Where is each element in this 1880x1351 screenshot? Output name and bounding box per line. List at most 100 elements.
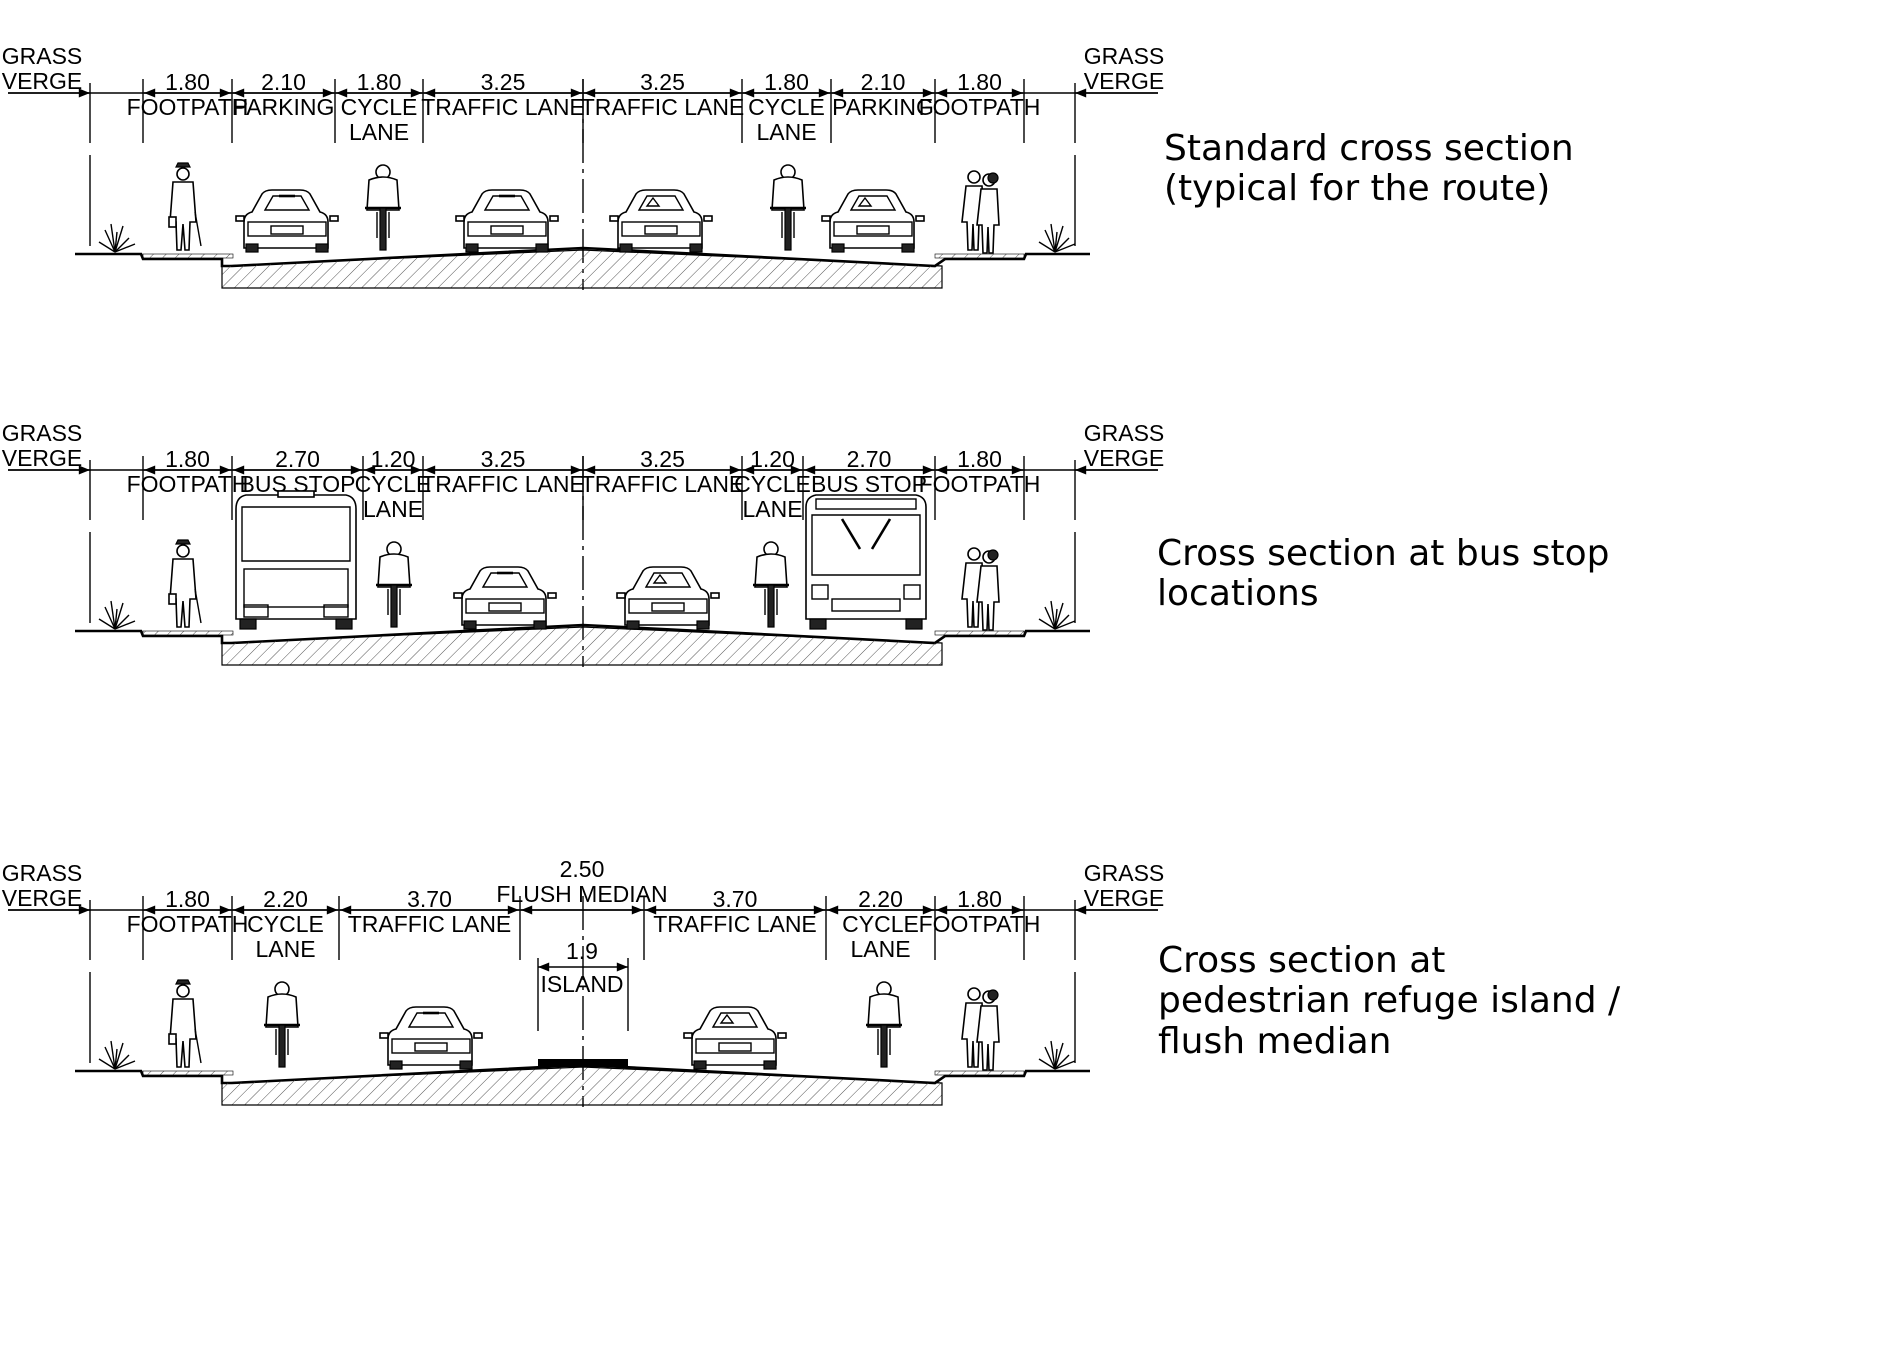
- lane-label: CYCLE: [247, 911, 324, 937]
- lane-label: TRAFFIC LANE: [581, 471, 745, 497]
- pedestrian-icon: [168, 162, 202, 251]
- cyclist-icon: [753, 541, 789, 628]
- lane-label: LANE: [756, 119, 816, 145]
- lane-width: 1.80: [357, 69, 402, 95]
- cyclist-icon: [376, 541, 412, 628]
- lane-label: LANE: [349, 119, 409, 145]
- lane-label: FOOTPATH: [919, 471, 1041, 497]
- pedestrian-icon: [168, 539, 202, 628]
- verge-left-label: VERGE: [2, 445, 83, 471]
- lane-width: 2.10: [861, 69, 906, 95]
- car-rear-icon: [235, 189, 339, 253]
- road-surface: [75, 1063, 1090, 1085]
- pavement-base: [221, 626, 943, 666]
- lane-label: CYCLE: [842, 911, 919, 937]
- lane-width: 3.25: [481, 446, 526, 472]
- car-front-icon: [683, 1006, 787, 1070]
- lane-label: FOOTPATH: [127, 94, 249, 120]
- verge-left-label: GRASS: [2, 420, 83, 446]
- grass-icon: [98, 223, 136, 253]
- lane-width: 2.20: [263, 886, 308, 912]
- island-label: ISLAND: [540, 971, 623, 997]
- lane-label: TRAFFIC LANE: [421, 471, 585, 497]
- section-bus-stop: GRASSVERGEGRASSVERGE1.80FOOTPATH2.70BUS …: [2, 420, 1609, 667]
- section-caption: Cross section at: [1158, 940, 1445, 981]
- lane-width: 1.80: [957, 446, 1002, 472]
- lane-label: TRAFFIC LANE: [581, 94, 745, 120]
- verge-left-label: VERGE: [2, 68, 83, 94]
- car-front-icon: [609, 189, 713, 253]
- section-caption: locations: [1157, 573, 1319, 614]
- lane-label: FLUSH MEDIAN: [496, 881, 667, 907]
- car-front-icon: [821, 189, 925, 253]
- lane-width: 1.80: [165, 69, 210, 95]
- verge-right-label: VERGE: [1084, 885, 1165, 911]
- cyclist-icon: [365, 164, 401, 251]
- lane-label: LANE: [363, 496, 423, 522]
- road-surface: [75, 246, 1090, 268]
- verge-left-label: VERGE: [2, 885, 83, 911]
- lane-label: LANE: [255, 936, 315, 962]
- section-caption: Cross section at bus stop: [1157, 533, 1609, 574]
- section-caption: flush median: [1158, 1021, 1391, 1062]
- section-caption: Standard cross section: [1164, 128, 1574, 169]
- couple-icon: [961, 987, 1000, 1071]
- lane-width: 1.20: [371, 446, 416, 472]
- verge-right-label: VERGE: [1084, 445, 1165, 471]
- lane-width: 1.80: [165, 886, 210, 912]
- lane-width: 2.20: [858, 886, 903, 912]
- lane-label: FOOTPATH: [127, 911, 249, 937]
- bus-front-icon: [805, 494, 927, 630]
- lane-label: PARKING: [832, 94, 934, 120]
- island-width: 1.9: [566, 938, 598, 964]
- lane-label: LANE: [742, 496, 802, 522]
- lane-label: CYCLE: [355, 471, 432, 497]
- section-caption: pedestrian refuge island /: [1158, 980, 1621, 1021]
- lane-width: 1.20: [750, 446, 795, 472]
- lane-label: FOOTPATH: [127, 471, 249, 497]
- lane-width: 3.25: [640, 446, 685, 472]
- lane-width: 3.25: [640, 69, 685, 95]
- cyclist-icon: [866, 981, 902, 1068]
- lane-label: LANE: [850, 936, 910, 962]
- cyclist-icon: [264, 981, 300, 1068]
- grass-icon: [98, 1040, 136, 1070]
- lane-label: FOOTPATH: [919, 94, 1041, 120]
- lane-label: TRAFFIC LANE: [653, 911, 817, 937]
- car-rear-icon: [455, 189, 559, 253]
- lane-width: 1.80: [957, 69, 1002, 95]
- lane-label: TRAFFIC LANE: [421, 94, 585, 120]
- pedestrian-icon: [168, 979, 202, 1068]
- verge-left-label: GRASS: [2, 860, 83, 886]
- lane-label: FOOTPATH: [919, 911, 1041, 937]
- bus-rear-icon: [235, 490, 357, 630]
- grass-icon: [1038, 1040, 1076, 1070]
- lane-label: CYCLE: [734, 471, 811, 497]
- lane-label: TRAFFIC LANE: [348, 911, 512, 937]
- section-standard: GRASSVERGEGRASSVERGE1.80FOOTPATH2.10PARK…: [2, 43, 1574, 290]
- car-rear-icon: [453, 566, 557, 630]
- grass-icon: [98, 600, 136, 630]
- lane-width: 3.25: [481, 69, 526, 95]
- verge-right-label: VERGE: [1084, 68, 1165, 94]
- verge-right-label: GRASS: [1084, 43, 1165, 69]
- section-refuge: GRASSVERGEGRASSVERGE1.80FOOTPATH2.20CYCL…: [2, 856, 1621, 1107]
- verge-right-label: GRASS: [1084, 420, 1165, 446]
- car-rear-icon: [379, 1006, 483, 1070]
- couple-icon: [961, 547, 1000, 631]
- lane-label: CYCLE: [341, 94, 418, 120]
- lane-width: 1.80: [764, 69, 809, 95]
- lane-label: PARKING: [233, 94, 335, 120]
- cyclist-icon: [770, 164, 806, 251]
- grass-icon: [1038, 223, 1076, 253]
- lane-width: 2.70: [847, 446, 892, 472]
- lane-width: 2.70: [275, 446, 320, 472]
- lane-width: 2.10: [261, 69, 306, 95]
- grass-icon: [1038, 600, 1076, 630]
- lane-width: 3.70: [407, 886, 452, 912]
- verge-left-label: GRASS: [2, 43, 83, 69]
- road-surface: [75, 623, 1090, 645]
- couple-icon: [961, 170, 1000, 254]
- lane-width: 1.80: [957, 886, 1002, 912]
